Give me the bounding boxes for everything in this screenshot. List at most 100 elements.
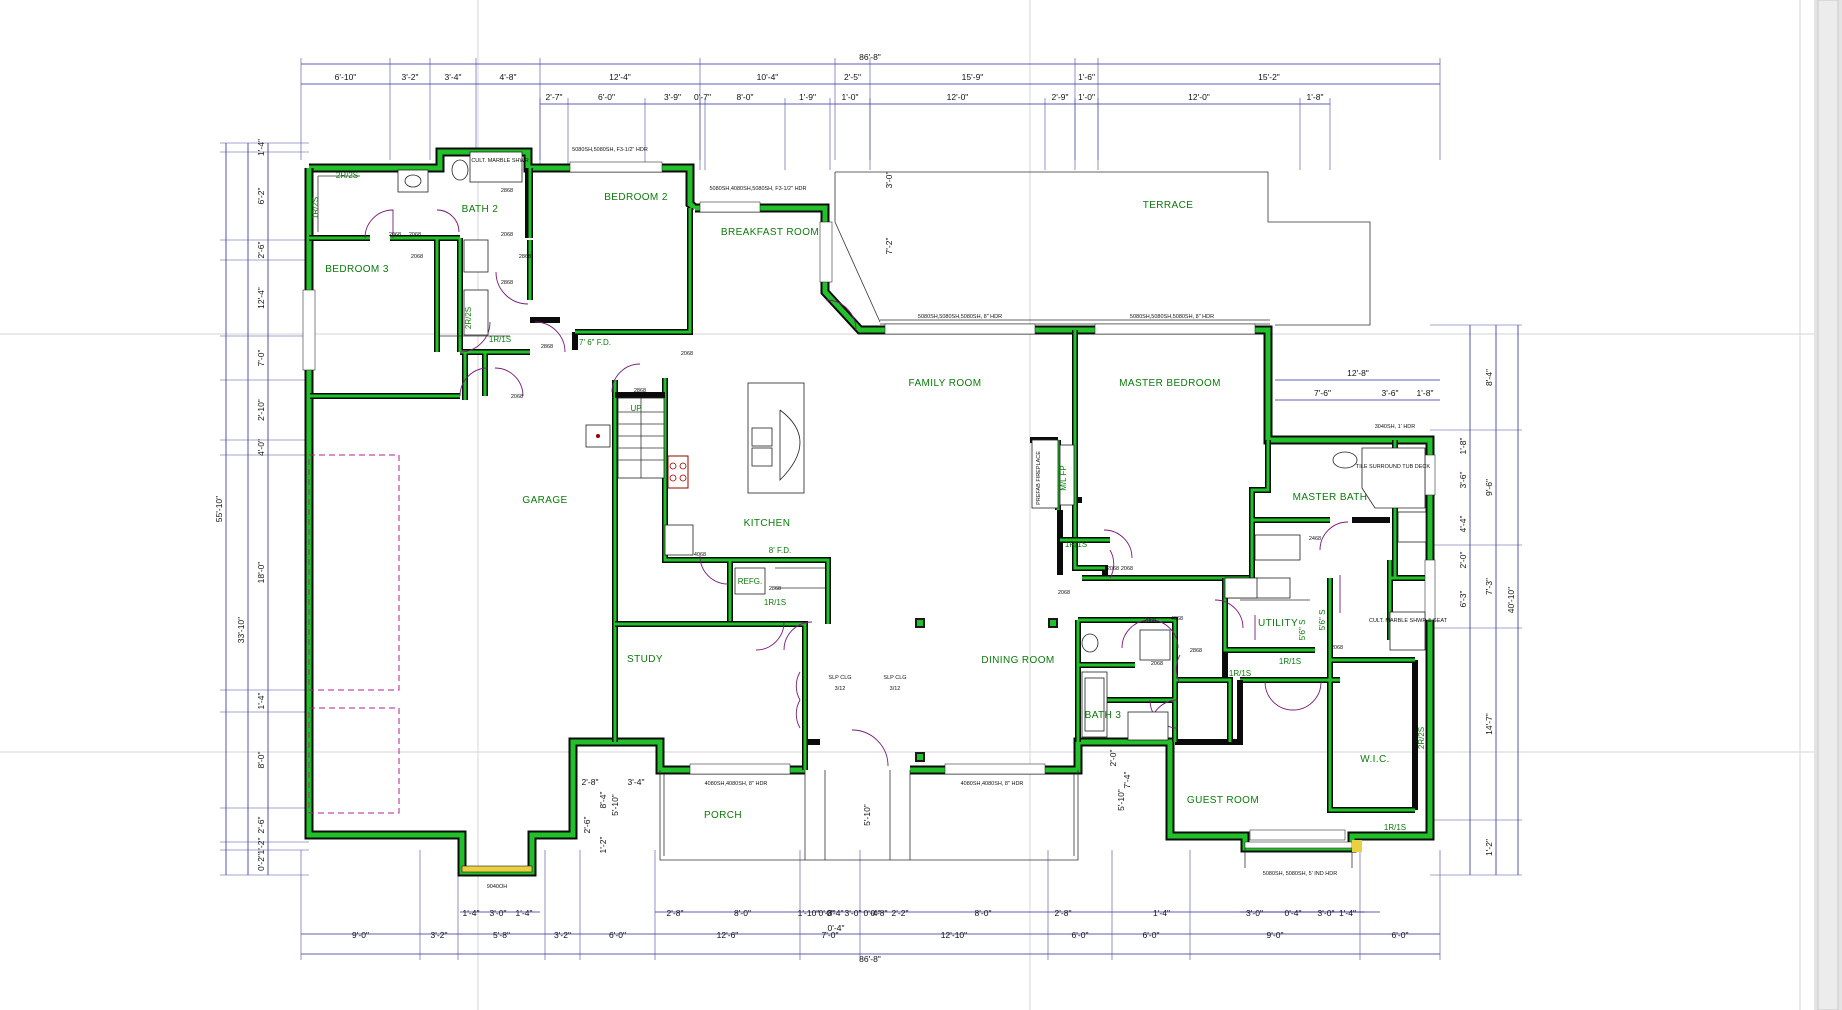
dim-right-horiz: 12'-8" xyxy=(1347,368,1369,378)
dim-inner-porch: 5'-10" xyxy=(610,794,620,816)
dim-bottom-row3: 12'-6" xyxy=(717,930,739,940)
header-note-master-bath: 3040SH, 1' HDR xyxy=(1375,424,1416,430)
dim-bottom-row3: 3'-2" xyxy=(554,930,571,940)
shelf-label-bedroom3-a: 2R/2S xyxy=(336,171,358,180)
dim-inner-bay: 3'-0" xyxy=(884,172,894,189)
refrigerator-label: REFG. xyxy=(738,577,762,586)
dim-left-row1: 8'-0" xyxy=(256,752,266,769)
columns xyxy=(915,618,1058,762)
room-label-bath-3: BATH 3 xyxy=(1085,710,1122,721)
door-tag: 2068 xyxy=(1144,618,1156,624)
dim-right-row1: 14'-7" xyxy=(1484,713,1494,735)
door-tag: 2868 xyxy=(519,254,531,260)
dim-bottom-row3: 12'-10" xyxy=(941,930,967,940)
closet-label-2: 5'6" S xyxy=(1298,620,1307,641)
dim-bottom-row2: 1'-4" xyxy=(1339,908,1356,918)
shower-label-master: CULT. MARBLE SHWR & SEAT xyxy=(1369,618,1448,624)
door-tag: 2068 xyxy=(1121,566,1133,572)
dim-inner-porch: 8'-4" xyxy=(598,792,608,809)
dim-left-row1: 2'-6" xyxy=(256,242,266,259)
dim-top-row1: 15'-9" xyxy=(962,72,984,82)
dim-top-row2: 12'-0" xyxy=(1188,92,1210,102)
extension-lines xyxy=(220,58,1522,960)
dim-right-overall: 40'-10" xyxy=(1506,587,1516,613)
door-tag: 2868 xyxy=(501,280,513,286)
dim-top-row2: 2'-9" xyxy=(1052,92,1069,102)
scrollbar-thumb[interactable] xyxy=(1817,0,1839,1010)
room-label-breakfast-room: BREAKFAST ROOM xyxy=(721,227,819,238)
dim-top-row1: 2'-5" xyxy=(844,72,861,82)
dim-right-row2: 6'-3" xyxy=(1458,591,1468,608)
dim-inner-porch: 2'-8" xyxy=(582,777,599,787)
fireplace-label: M/L FP xyxy=(1059,465,1068,490)
dim-bottom-row3: 6'-0" xyxy=(1392,930,1409,940)
dim-bottom-row3: 6'-0" xyxy=(1143,930,1160,940)
room-labels: BEDROOM 2 BEDROOM 3 BATH 2 BREAKFAST ROO… xyxy=(325,192,1390,821)
dim-bottom-row2: 8'-0" xyxy=(975,908,992,918)
door-tag: 2068 xyxy=(681,351,693,357)
garage-opening-label: 9040OH xyxy=(487,884,508,890)
header-note-top-1: 5080SH,5080SH, F3-1/2" HDR xyxy=(572,147,648,153)
door-tag: 2068 xyxy=(1107,566,1119,572)
folding-door-label-2: 8' F.D. xyxy=(769,546,791,555)
dim-top-row2: 8'-0" xyxy=(737,92,754,102)
door-swings xyxy=(364,209,1349,767)
dim-top-row2: 0'-7" xyxy=(694,92,711,102)
dim-inner-porch: 3'-4" xyxy=(628,777,645,787)
sloped-ceiling-label-2: SLP CLG xyxy=(883,675,906,681)
shelf-label-wic-b: 2R/2S xyxy=(1417,727,1426,749)
dim-bottom-row2: 0'-4" xyxy=(827,908,844,918)
dim-inner-guest: 7'-4" xyxy=(1122,772,1132,789)
dim-top-row1: 15'-2" xyxy=(1258,72,1280,82)
annotation-labels: UP 7' 6" F.D. 8' F.D. REFG. 1R/1S 1R/1S … xyxy=(311,147,1448,890)
dim-bottom-overall: 86'-8" xyxy=(859,954,881,964)
room-label-guest-room: GUEST ROOM xyxy=(1187,795,1259,806)
dim-right-horiz: 3'-6" xyxy=(1382,388,1399,398)
terrace-outline xyxy=(834,171,1371,326)
stair-up-label: UP xyxy=(630,404,641,413)
dim-bottom-row2: 2'-8" xyxy=(1055,908,1072,918)
header-note-porch-2: 4080SH,4080SH, 8" HDR xyxy=(961,781,1024,787)
dim-top-row2: 12'-0" xyxy=(947,92,969,102)
dim-bottom-row3: 9'-0" xyxy=(352,930,369,940)
windows xyxy=(302,161,1436,841)
garage-threshold xyxy=(461,865,533,873)
dim-bottom-row3: 6'-0" xyxy=(609,930,626,940)
dim-bottom-row2: 1'-4" xyxy=(1153,908,1170,918)
dim-bottom-row3: 7'-0" xyxy=(822,930,839,940)
shower-label-bath2: CULT. MARBLE SHWR xyxy=(471,158,528,164)
guest-window-sill xyxy=(1244,841,1353,849)
dim-bottom-row2: 2'-8" xyxy=(667,908,684,918)
door-tag: 2068 xyxy=(501,232,513,238)
dim-top-row2: 6'-0" xyxy=(598,92,615,102)
room-label-bath-2: BATH 2 xyxy=(462,204,499,215)
dim-top-row1: 12'-4" xyxy=(609,72,631,82)
dim-top-row1: 6'-10" xyxy=(335,72,357,82)
dim-left-row1: 1'-4" xyxy=(256,693,266,710)
dim-top-overall: 86'-8" xyxy=(859,52,881,62)
tub-deck-label: TILE SURROUND TUB DECK xyxy=(1356,464,1430,470)
room-label-wic: W.I.C. xyxy=(1360,754,1390,765)
dim-left-row1: 6'-2" xyxy=(256,188,266,205)
room-label-family-room: FAMILY ROOM xyxy=(909,378,982,389)
dim-right-horiz: 7'-6" xyxy=(1314,388,1331,398)
dim-top-row2: 1'-0" xyxy=(1078,92,1095,102)
dim-bottom-row3: 9'-0" xyxy=(1267,930,1284,940)
header-note-top-2: 5080SH,4080SH,5080SH, F3-1/2" HDR xyxy=(709,186,806,192)
dim-left-row1: 1'-4" xyxy=(256,139,266,156)
door-tag: 4068 xyxy=(1171,616,1183,622)
door-tag: 2068 xyxy=(1151,661,1163,667)
dim-bottom-row2: 0'-4" xyxy=(864,908,881,918)
dim-top-row1: 4'-8" xyxy=(500,72,517,82)
room-label-garage: GARAGE xyxy=(522,495,567,506)
dim-bottom-row2: 3'-0" xyxy=(845,908,862,918)
dim-right-row2: 3'-6" xyxy=(1458,472,1468,489)
dim-bottom-row3: 5'-8" xyxy=(493,930,510,940)
dim-left-row1: 2'-10" xyxy=(256,399,266,421)
dim-top-row2: 2'-7" xyxy=(546,92,563,102)
room-label-master-bath: MASTER BATH xyxy=(1293,492,1368,503)
dim-right-row1: 1'-2" xyxy=(1484,839,1494,856)
